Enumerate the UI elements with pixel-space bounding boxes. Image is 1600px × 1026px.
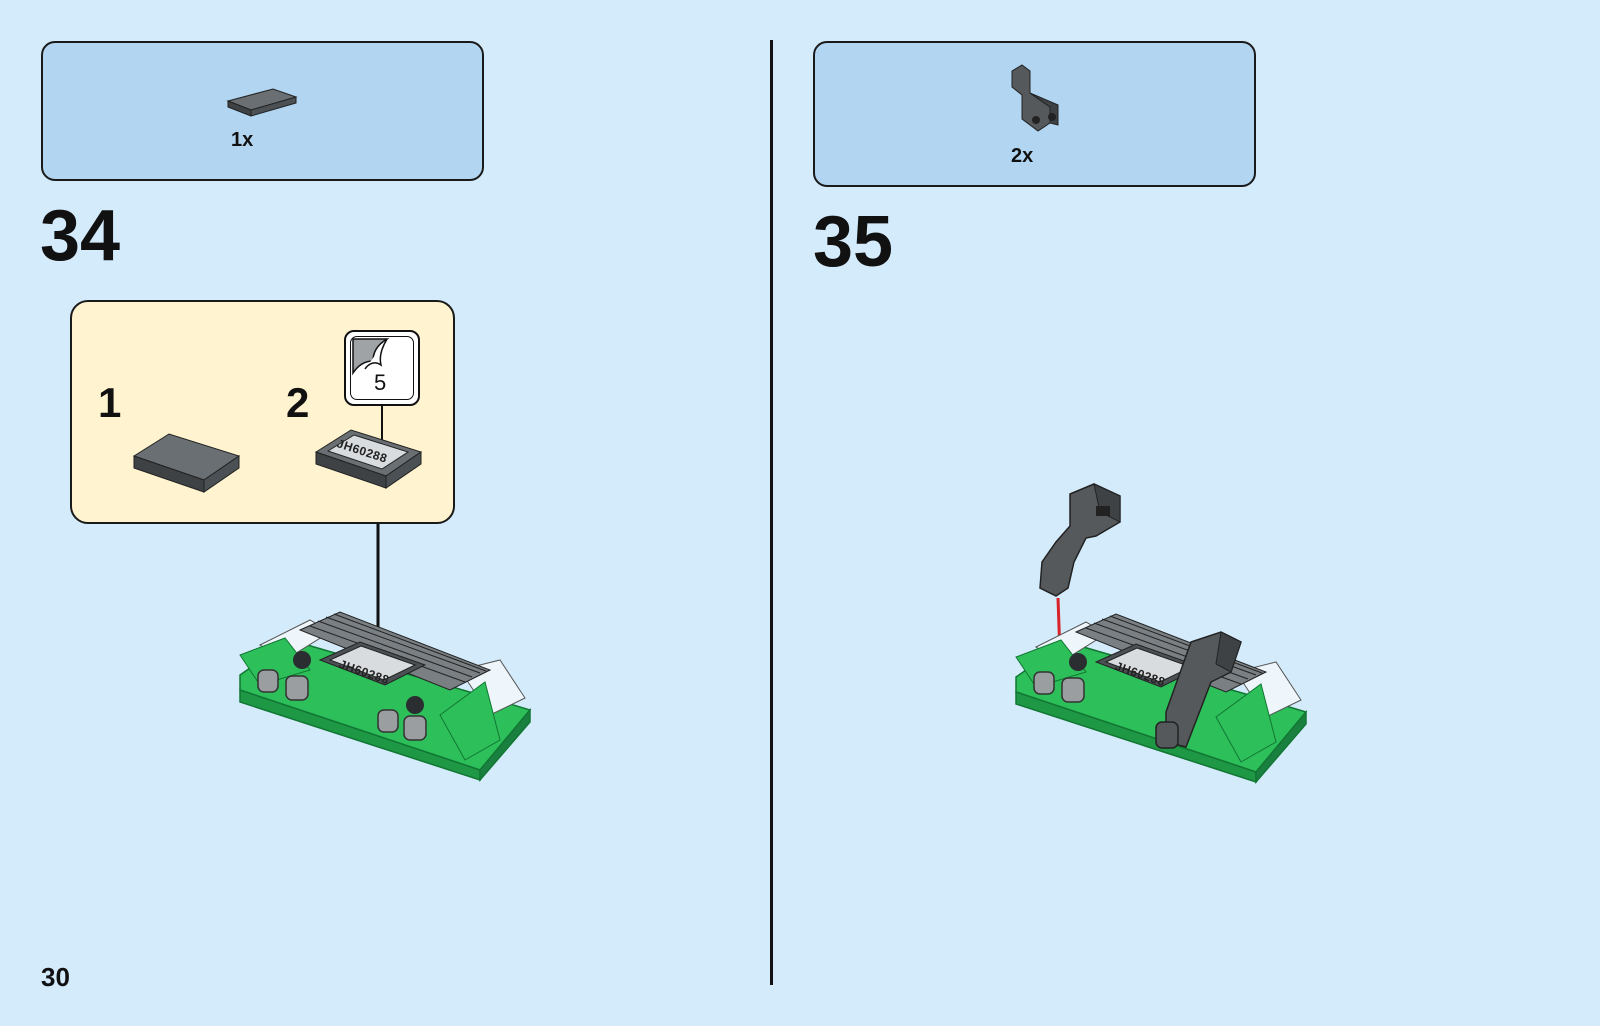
substep-number: 1 bbox=[98, 382, 121, 424]
page-number: 30 bbox=[41, 962, 70, 993]
substep-callout: 1 2 5 JH60288 bbox=[70, 300, 455, 524]
tile-1x2-icon bbox=[134, 430, 244, 500]
step-number: 35 bbox=[813, 206, 893, 278]
bracket-arm-part-icon bbox=[1010, 65, 1070, 140]
sticker-callout: 5 bbox=[344, 330, 420, 406]
step-divider bbox=[770, 40, 773, 985]
vehicle-model-step-35 bbox=[1016, 612, 1316, 792]
sticker-number: 5 bbox=[374, 370, 386, 396]
substep-number: 2 bbox=[286, 382, 309, 424]
step-number: 34 bbox=[40, 200, 120, 272]
part-quantity: 1x bbox=[231, 129, 253, 152]
part-quantity: 2x bbox=[1011, 145, 1033, 168]
parts-list-step-34: 1x bbox=[41, 41, 484, 181]
parts-list-step-35: 2x bbox=[813, 41, 1256, 187]
tile-1x2-part-icon bbox=[228, 83, 308, 123]
bracket-arm-piece bbox=[1036, 482, 1136, 612]
vehicle-model-step-34 bbox=[240, 610, 540, 790]
